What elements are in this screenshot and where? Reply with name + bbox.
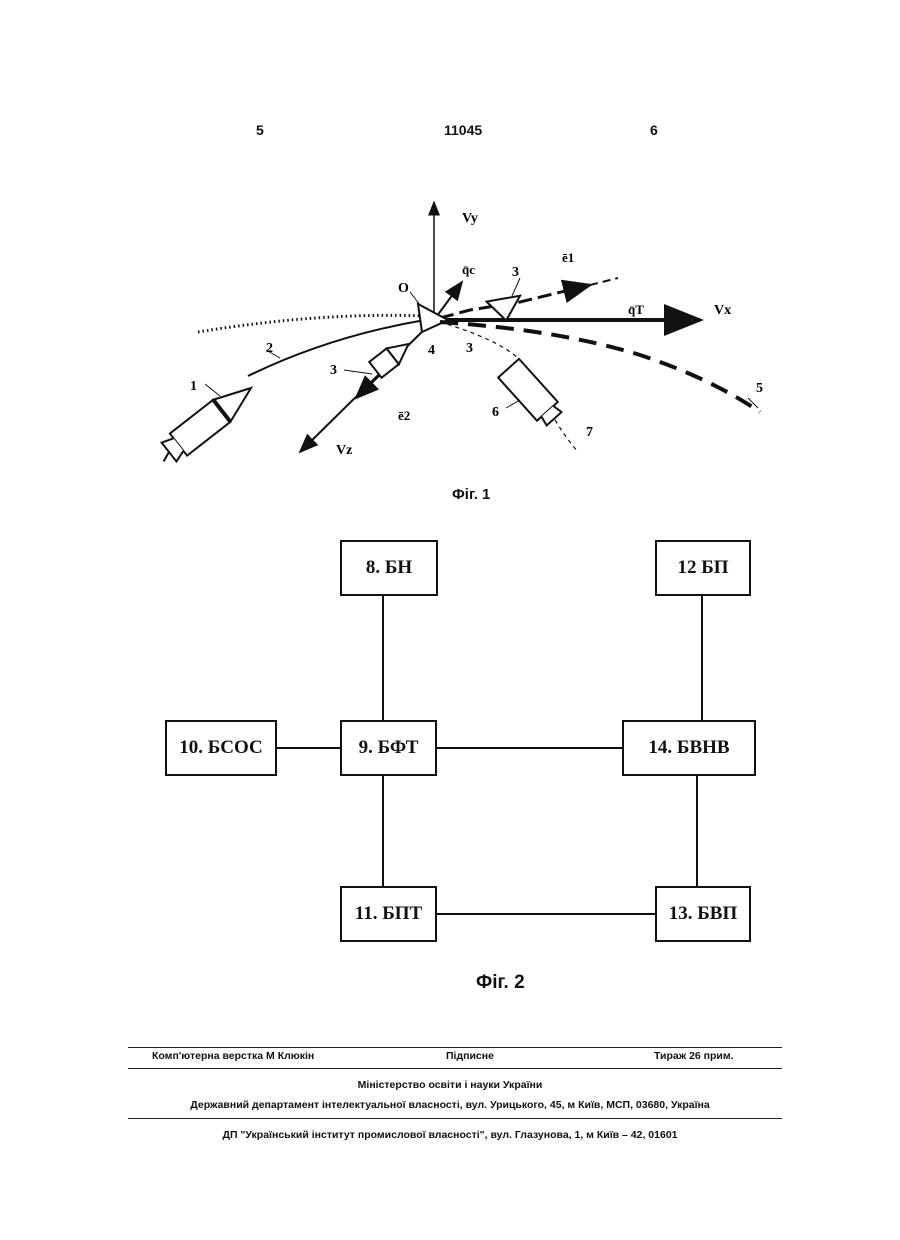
- footer-subscription: Підписне: [446, 1050, 494, 1062]
- block-14-label: 14. БВНВ: [648, 737, 729, 759]
- block-9-label: 9. БФТ: [359, 737, 419, 759]
- block-13-bvp: 13. БВП: [655, 886, 751, 942]
- block-10-bsos: 10. БСОС: [165, 720, 277, 776]
- block-8-label: 8. БН: [366, 557, 412, 579]
- block-8-bn: 8. БН: [340, 540, 438, 596]
- footer-ministry: Міністерство освіти і науки України: [0, 1079, 900, 1091]
- footer-typesetter: Комп'ютерна верстка М Клюкін: [152, 1050, 314, 1062]
- footer-rule-bottom: [128, 1118, 782, 1119]
- block-13-label: 13. БВП: [669, 903, 738, 925]
- block-10-label: 10. БСОС: [179, 737, 262, 759]
- footer-circulation: Тираж 26 прим.: [654, 1050, 734, 1062]
- footer-institute: ДП "Український інститут промислової вла…: [0, 1129, 900, 1141]
- block-14-bvnv: 14. БВНВ: [622, 720, 756, 776]
- footer-rule-middle: [128, 1068, 782, 1069]
- footer-department: Державний департамент інтелектуальної вл…: [0, 1099, 900, 1111]
- figure-2-caption: Фіг. 2: [476, 972, 525, 994]
- block-11-label: 11. БПТ: [355, 903, 422, 925]
- block-12-bp: 12 БП: [655, 540, 751, 596]
- footer-rule-top: [128, 1047, 782, 1048]
- block-9-bft: 9. БФТ: [340, 720, 437, 776]
- block-11-bpt: 11. БПТ: [340, 886, 437, 942]
- block-12-label: 12 БП: [677, 557, 728, 579]
